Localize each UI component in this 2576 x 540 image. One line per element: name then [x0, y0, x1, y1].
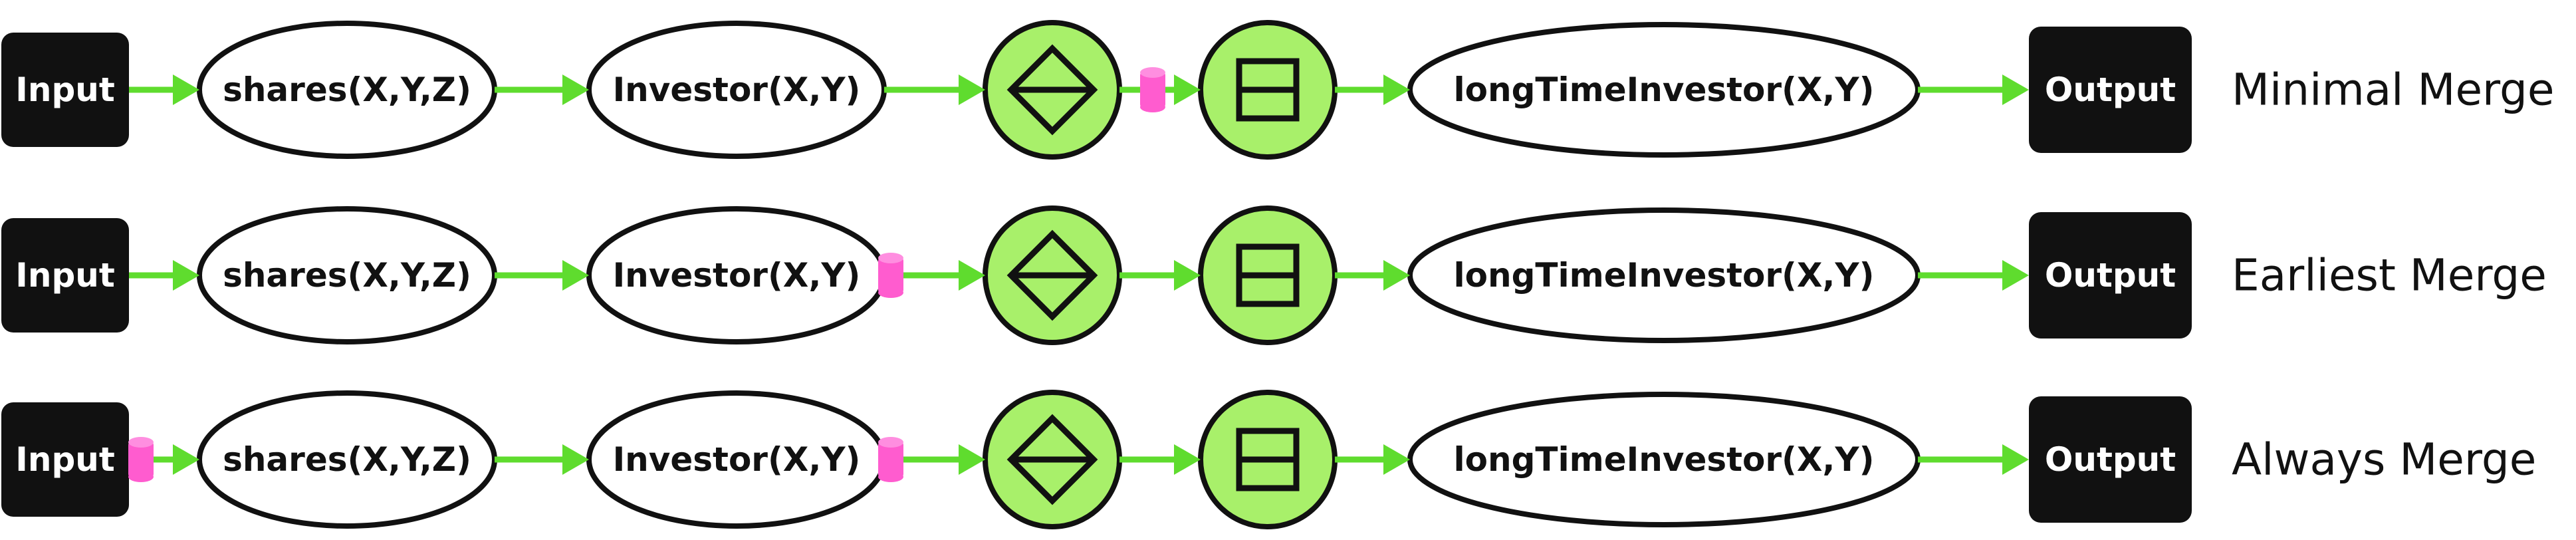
cache-marker-icon: [128, 437, 154, 482]
cache-marker-icon: [1140, 67, 1165, 112]
input-node: Input: [1, 402, 129, 517]
output-label: Output: [2045, 256, 2176, 295]
output-node: Output: [2029, 212, 2192, 338]
input-label: Input: [15, 70, 115, 109]
predicate-label: Investor(X,Y): [613, 256, 861, 295]
predicate-node-investor: Investor(X,Y): [586, 21, 887, 159]
predicate-label: longTimeInvestor(X,Y): [1454, 256, 1875, 295]
split-box-operator-icon: [1198, 20, 1338, 160]
input-label: Input: [15, 440, 115, 479]
predicate-node-investor: Investor(X,Y): [586, 390, 887, 529]
row-label: Earliest Merge: [2232, 250, 2547, 301]
predicate-label: Investor(X,Y): [613, 440, 861, 479]
predicate-label: longTimeInvestor(X,Y): [1454, 440, 1875, 479]
predicate-label: Investor(X,Y): [613, 70, 861, 109]
predicate-label: shares(X,Y,Z): [223, 256, 471, 295]
split-box-operator-icon: [1198, 390, 1338, 529]
diamond-operator-icon: [983, 20, 1122, 160]
cache-marker-icon: [878, 253, 903, 298]
input-node: Input: [1, 218, 129, 333]
pipeline-row: Input shares(X,Y,Z) Investor(X,Y) longTimeI…: [1, 390, 2536, 529]
predicate-node-shares: shares(X,Y,Z): [197, 390, 497, 529]
output-node: Output: [2029, 396, 2192, 523]
row-label: Minimal Merge: [2232, 65, 2555, 116]
diamond-operator-icon: [983, 205, 1122, 345]
output-label: Output: [2045, 70, 2176, 109]
diamond-operator-icon: [983, 390, 1122, 529]
row-label: Always Merge: [2232, 434, 2536, 485]
predicate-label: shares(X,Y,Z): [223, 70, 471, 109]
predicate-node-investor: Investor(X,Y): [586, 206, 887, 344]
predicate-label: longTimeInvestor(X,Y): [1454, 70, 1875, 109]
split-box-operator-icon: [1198, 205, 1338, 345]
pipeline-row: Input shares(X,Y,Z) Investor(X,Y) longTimeI…: [1, 20, 2555, 160]
predicate-node-shares: shares(X,Y,Z): [197, 21, 497, 159]
input-node: Input: [1, 33, 129, 147]
output-node: Output: [2029, 27, 2192, 153]
predicate-label: shares(X,Y,Z): [223, 440, 471, 479]
pipeline-row: Input shares(X,Y,Z) Investor(X,Y) longTimeI…: [1, 205, 2547, 345]
edge-arrows: [129, 74, 2029, 105]
predicate-node-long-time-investor: longTimeInvestor(X,Y): [1407, 22, 1921, 158]
predicate-node-long-time-investor: longTimeInvestor(X,Y): [1407, 392, 1921, 527]
input-label: Input: [15, 256, 115, 295]
output-label: Output: [2045, 440, 2176, 479]
cache-marker-icon: [878, 437, 903, 482]
predicate-node-long-time-investor: longTimeInvestor(X,Y): [1407, 207, 1921, 343]
predicate-node-shares: shares(X,Y,Z): [197, 206, 497, 344]
